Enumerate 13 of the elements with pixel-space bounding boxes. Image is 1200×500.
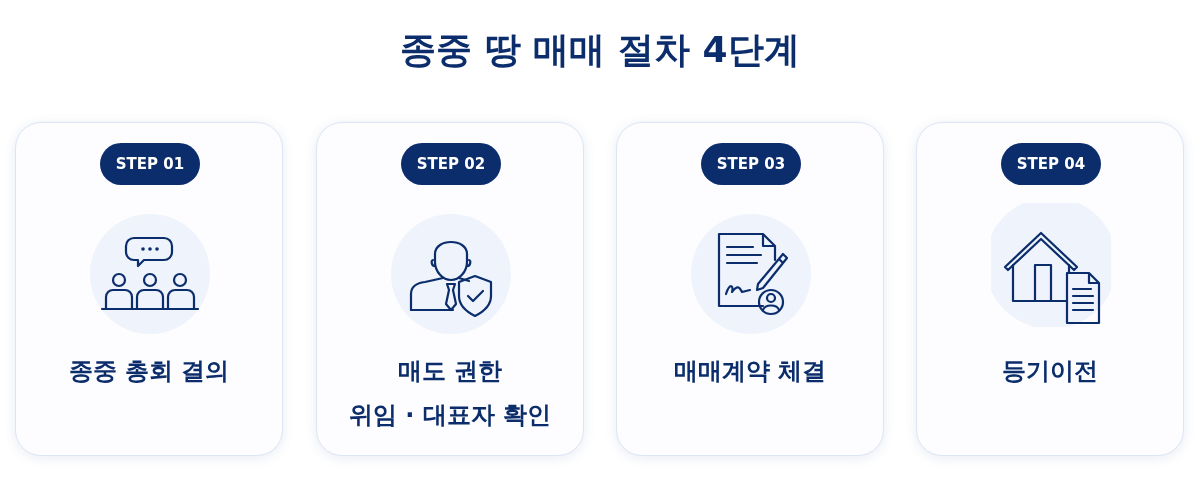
step-card	[916, 122, 1184, 456]
step-badge: STEP 03	[701, 143, 801, 185]
step-badge: STEP 04	[1001, 143, 1101, 185]
step-title: 매도 권한 위임 · 대표자 확인	[348, 356, 552, 431]
step-title: 종중 총회 결의	[68, 356, 230, 387]
step-card	[316, 122, 584, 456]
step-title: 등기이전	[1002, 356, 1098, 387]
step-badge: STEP 01	[100, 143, 200, 185]
title: 종중 땅 매매 절차 4단계	[400, 28, 800, 72]
step-badge: STEP 02	[401, 143, 501, 185]
step-title: 매매계약 체결	[673, 356, 827, 387]
step-card	[15, 122, 283, 456]
step-card	[616, 122, 884, 456]
